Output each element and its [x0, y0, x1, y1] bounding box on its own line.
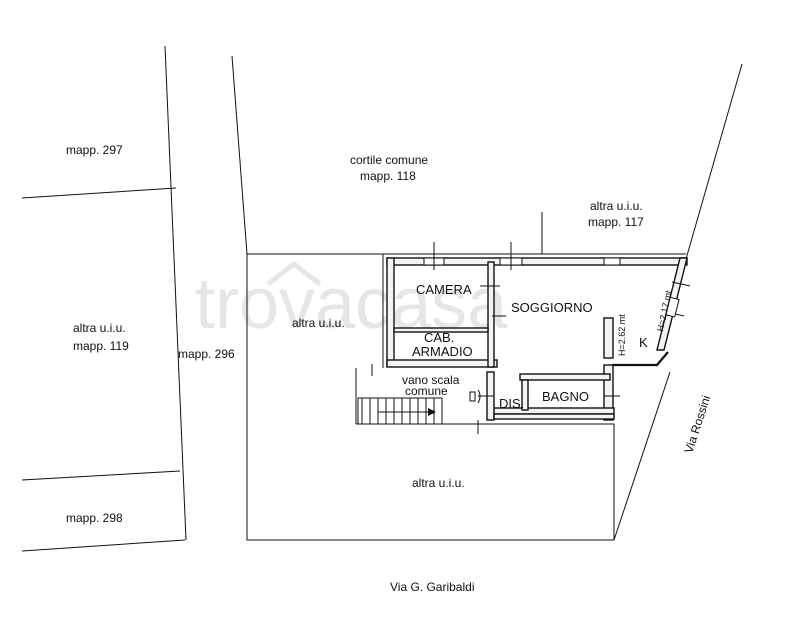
wall-south-camera [386, 359, 498, 368]
window-marker-east-1 [671, 281, 691, 287]
boundary-road-right [231, 55, 248, 255]
building-outline [246, 253, 686, 541]
wall-bagno-east [603, 364, 614, 421]
watermark-house-icon [266, 260, 322, 286]
label-altra-119-2: mapp. 119 [73, 339, 129, 353]
room-scala-1: vano scala [402, 373, 460, 387]
room-dis: DIS. [499, 396, 524, 411]
label-mapp-296: mapp. 296 [178, 347, 235, 361]
label-altra-119-1: altra u.i.u. [73, 321, 126, 335]
boundary-via-rossini-top [683, 63, 743, 267]
room-labels: CAMERA CAB. ARMADIO SOGGIORNO vano scala… [402, 282, 674, 411]
room-soggiorno: SOGGIORNO [511, 300, 593, 315]
boundary-via-rossini-bottom [613, 371, 671, 541]
wall-dis-bagno [521, 379, 529, 411]
room-k: K [639, 335, 648, 350]
label-via-rossini: Via Rossini [682, 394, 714, 455]
wall-kitchen [612, 351, 669, 367]
label-altra-117-1: altra u.i.u. [590, 199, 643, 213]
label-altra-bottom: altra u.i.u. [412, 476, 465, 490]
parcel-labels: mapp. 297 altra u.i.u. mapp. 119 mapp. 2… [66, 143, 713, 594]
stair-arrow-icon [378, 408, 436, 416]
room-bagno: BAGNO [542, 389, 589, 404]
windows [371, 242, 691, 434]
label-cortile-2: mapp. 118 [360, 169, 416, 183]
label-mapp-298: mapp. 298 [66, 511, 123, 525]
window-east [665, 296, 680, 318]
intercom-icon [469, 389, 481, 404]
building-left-bottom-edge [246, 254, 614, 541]
boundary-road-left [164, 45, 187, 541]
wall-bagno-north [519, 373, 611, 381]
room-scala-2: comune [405, 384, 448, 398]
boundary-297-119 [21, 187, 177, 199]
parcel-boundaries [21, 45, 743, 552]
window-soggiorno-2 [603, 257, 621, 266]
wall-kitchen-nook [603, 317, 614, 359]
building-right-edge [612, 423, 615, 540]
wall-camera-cabina [393, 327, 489, 333]
label-via-garibaldi: Via G. Garibaldi [390, 580, 475, 594]
label-altra-117-2: mapp. 117 [588, 215, 644, 229]
wall-camera-soggiorno [487, 261, 495, 368]
room-cab-1: CAB. [424, 330, 454, 345]
room-cab-2: ARMADIO [412, 344, 473, 359]
staircase [357, 389, 481, 425]
stair-treads [361, 398, 435, 424]
boundary-119-298 [21, 470, 181, 481]
wall-south-apartment [493, 413, 615, 420]
room-camera: CAMERA [416, 282, 472, 297]
wall-west [386, 257, 395, 367]
label-cortile-1: cortile comune [350, 153, 428, 167]
label-mapp-297: mapp. 297 [66, 143, 123, 157]
boundary-298-bottom [21, 539, 186, 552]
height-label-1: H=2.62 mt [617, 314, 627, 356]
label-altra-left: altra u.i.u. [292, 316, 345, 330]
stair-flight [357, 397, 443, 425]
